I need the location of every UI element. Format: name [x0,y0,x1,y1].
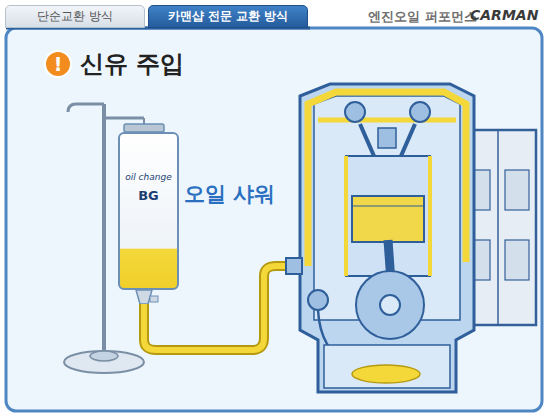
tab-active: 카맨샵 전문 교환 방식 [148,5,308,28]
node-text: ! [54,53,63,75]
bottle-text: BG [138,188,159,203]
bottle-cap [124,124,164,132]
node-text: 카맨샵 전문 교환 방식 [168,8,289,25]
oil-bottle: oil changeBG [118,132,179,290]
process-label: 오일 샤워 [184,180,275,208]
engine-cutaway [286,84,474,392]
diagram-title: 신유 주입 [80,48,184,80]
header-text: 엔진오일 퍼포먼스 [368,8,477,26]
alert-icon: ! [44,50,72,78]
brand-logo: CARMAN [470,7,538,23]
panel [6,28,542,411]
bottle-text: oil change [125,172,172,182]
node-text: 단순교환 방식 [37,8,113,25]
tab: 단순교환 방식 [5,5,145,28]
